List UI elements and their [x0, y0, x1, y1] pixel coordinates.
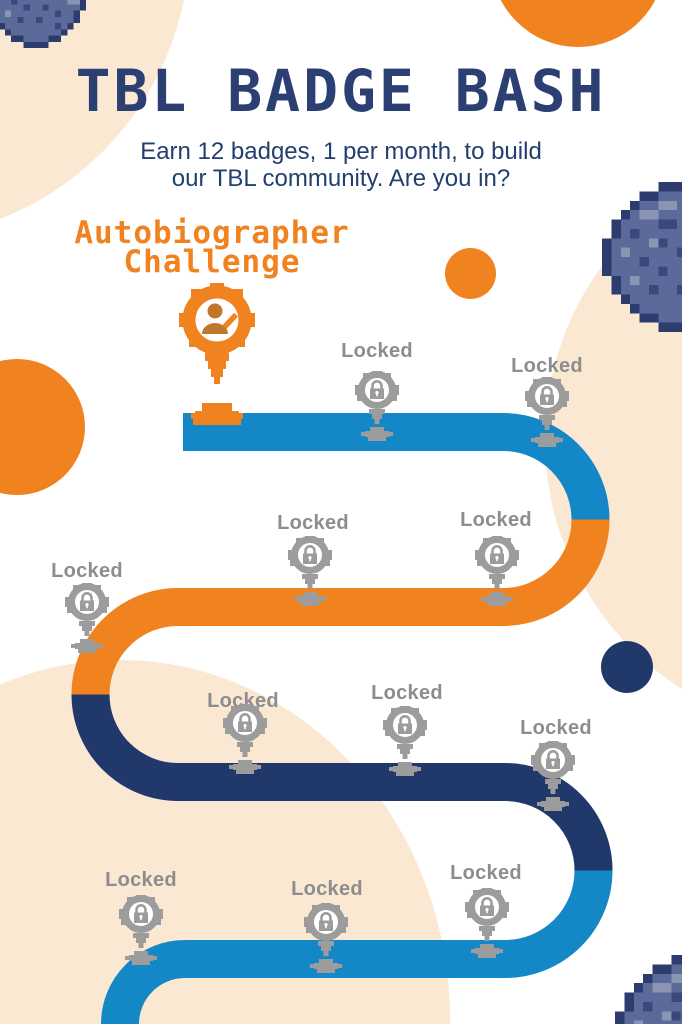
orange-circle-middle: [445, 248, 496, 299]
pixel-planet-right-icon: [602, 182, 682, 337]
locked-badge-label: Locked: [511, 355, 583, 377]
locked-badge-pin-icon: [475, 536, 519, 611]
pixel-planet-bottom-right-icon: [615, 955, 682, 1024]
locked-badge-pin-icon: [355, 371, 399, 446]
path-segment-blue-bottom: [101, 869, 613, 1024]
navy-circle-right: [601, 641, 653, 693]
path-segment-blue-top: [183, 413, 610, 521]
locked-badge-pin-icon: [465, 888, 509, 963]
locked-badge-label: Locked: [105, 869, 177, 891]
pixel-planet-top-left-icon: [0, 0, 86, 53]
subtitle-line-2: our TBL community. Are you in?: [171, 165, 511, 192]
locked-badge-label: Locked: [207, 690, 279, 712]
locked-badge-label: Locked: [371, 682, 443, 704]
challenge-title: Autobiographer Challenge: [74, 215, 350, 280]
locked-badge-pin-icon: [383, 706, 427, 781]
challenge-title-line-1: Autobiographer: [74, 215, 350, 251]
locked-badge-pin-icon: [304, 903, 348, 978]
locked-badge-pin-icon: [288, 536, 332, 611]
locked-badge-pin-icon: [223, 704, 267, 779]
autobiographer-badge-pin-icon: [179, 283, 255, 434]
locked-badge-pin-icon: [531, 741, 575, 816]
locked-badge-label: Locked: [277, 512, 349, 534]
subtitle-line-1: Earn 12 badges, 1 per month, to build: [140, 138, 542, 165]
locked-badge-label: Locked: [291, 878, 363, 900]
locked-badge-pin-icon: [119, 895, 163, 970]
page-title: TBL BADGE BASH: [75, 57, 607, 125]
locked-badge-label: Locked: [341, 340, 413, 362]
locked-badge-pin-icon: [65, 583, 109, 658]
locked-badge-pin-icon: [525, 377, 569, 452]
locked-badge-label: Locked: [460, 509, 532, 531]
subtitle: Earn 12 badges, 1 per month, to build ou…: [0, 138, 682, 192]
path-segment-navy: [71, 693, 613, 872]
locked-badge-label: Locked: [520, 717, 592, 739]
path-segment-orange: [71, 518, 610, 696]
locked-badge-label: Locked: [450, 862, 522, 884]
locked-badge-label: Locked: [51, 560, 123, 582]
challenge-title-line-2: Challenge: [123, 244, 301, 280]
